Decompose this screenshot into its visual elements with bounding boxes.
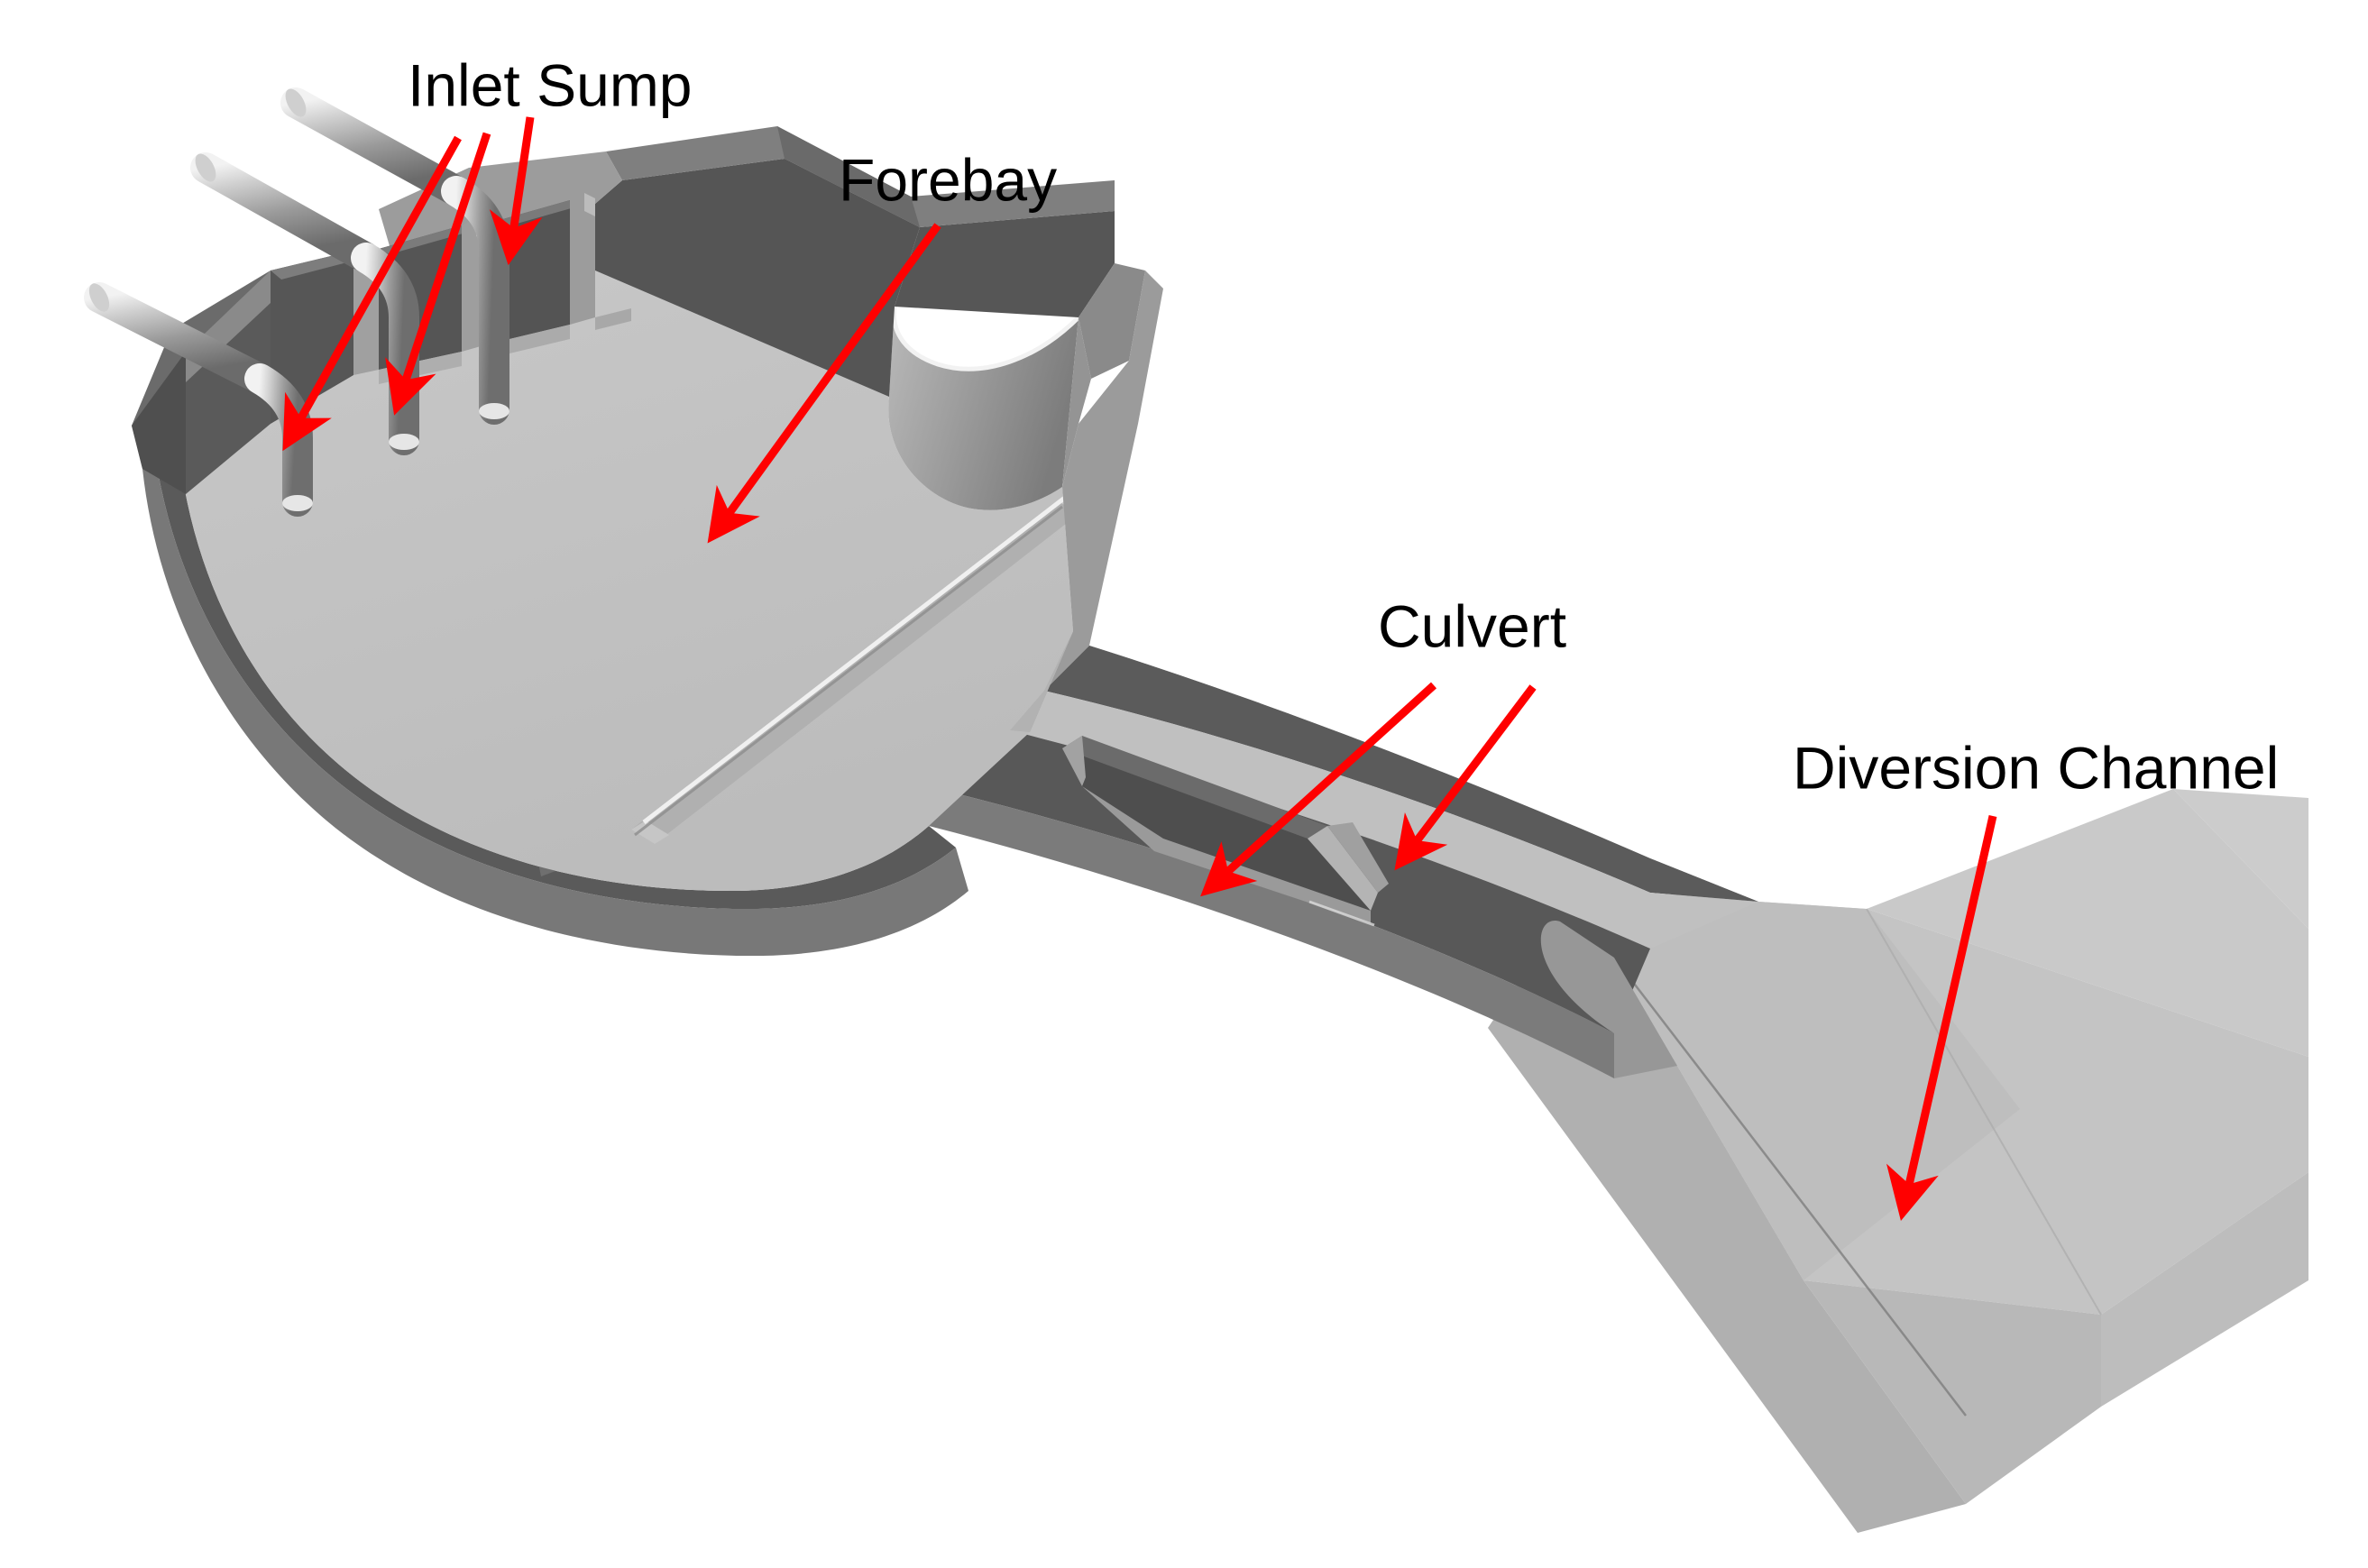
arrow-forebay-1 xyxy=(707,223,941,544)
annotation-labels: Inlet Sump Forebay Culvert Diversion Cha… xyxy=(408,51,2279,801)
model-geometry xyxy=(84,87,2308,1533)
label-forebay: Forebay xyxy=(839,146,1057,213)
arrow-inlet-sump-3 xyxy=(489,116,543,266)
annotation-arrows xyxy=(282,116,1997,1222)
culvert-box xyxy=(1062,736,1389,927)
arrow-culvert-1 xyxy=(1200,682,1437,897)
label-diversion-channel: Diversion Channel xyxy=(1793,734,2279,801)
arrow-culvert-2 xyxy=(1394,684,1537,871)
label-culvert: Culvert xyxy=(1378,592,1566,659)
label-inlet-sump: Inlet Sump xyxy=(408,51,693,118)
arrow-inlet-sump-2 xyxy=(385,132,491,416)
inlet-pipe-2 xyxy=(190,152,419,455)
arrow-inlet-sump-1 xyxy=(282,135,462,452)
arrow-diversion-1 xyxy=(1886,815,1997,1222)
